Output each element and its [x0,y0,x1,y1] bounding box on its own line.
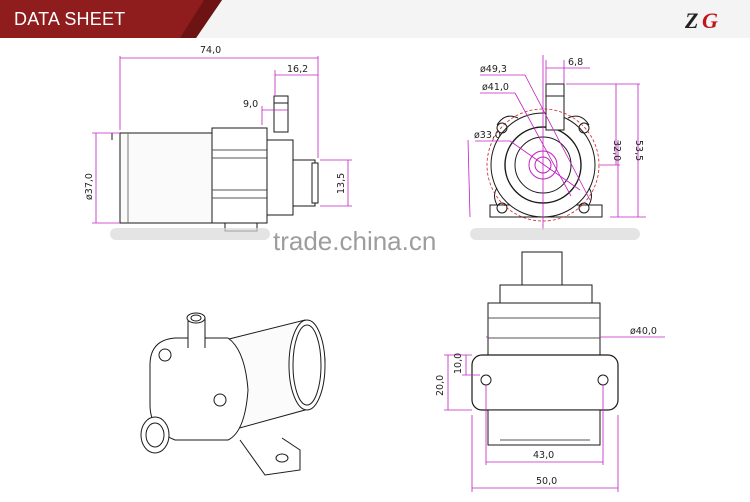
perspective-view [140,312,326,476]
bottom-housing [487,302,601,356]
iso-bolt-2 [213,393,227,407]
zg-logo: Z G [684,8,718,33]
dim-body-diameter: ø37,0 [84,173,95,200]
bottom-outlet [521,251,563,289]
front-outlet [545,83,565,131]
dim-front-body-diameter: ø41,0 [482,82,509,93]
dim-front-outlet-width: 6,8 [568,57,583,68]
dim-overall-length: 74,0 [200,45,221,56]
side-outlet [273,95,289,133]
technical-drawing: 74,0 16,2 9,0 ø37,0 13,5 [84,45,665,492]
logo-z: Z [684,8,698,33]
bottom-hole-right [597,374,609,386]
dim-outlet-height: 32,0 [611,140,622,161]
iso-bolt-1 [158,348,172,362]
dim-outlet-width: 9,0 [243,99,258,110]
bottom-view [471,251,619,446]
header-tab [0,0,222,38]
side-view [111,95,319,232]
front-bolt-2 [578,122,590,134]
front-lugs [494,115,592,206]
page-title: DATA SHEET [14,9,126,29]
bottom-base-plate [471,354,619,411]
iso-end-cap [288,319,326,411]
dim-flange-diameter: ø49,3 [480,64,507,75]
dim-hole-spacing: 43,0 [533,450,554,461]
header-bar: DATA SHEET Z G [0,0,750,38]
side-dimensions [92,56,352,224]
logo-g: G [702,8,718,33]
dim-base-height: 20,0 [435,375,446,396]
dim-inlet-bore: ø33,0 [474,130,501,141]
iso-inlet-inner [145,422,165,448]
side-body [119,132,213,224]
bottom-hole-left [480,374,492,386]
dim-overall-height: 53,5 [633,140,644,161]
watermark-blur [110,228,640,240]
watermark-text: trade.china.cn [273,226,436,256]
side-motor [211,127,268,224]
dim-outlet-offset: 16,2 [287,64,308,75]
dim-inlet-diameter: 13,5 [336,173,347,194]
front-dimensions [467,55,646,230]
dim-base-width: 50,0 [536,476,557,487]
bottom-lower-body [487,409,601,446]
dim-base-inner: 10,0 [453,353,464,374]
iso-mount [239,437,301,476]
bottom-cap [499,284,593,304]
bottom-dimensions [444,336,665,492]
dim-housing-diameter: ø40,0 [630,326,657,337]
front-bolt-1 [496,122,508,134]
side-pump-head [266,139,294,216]
